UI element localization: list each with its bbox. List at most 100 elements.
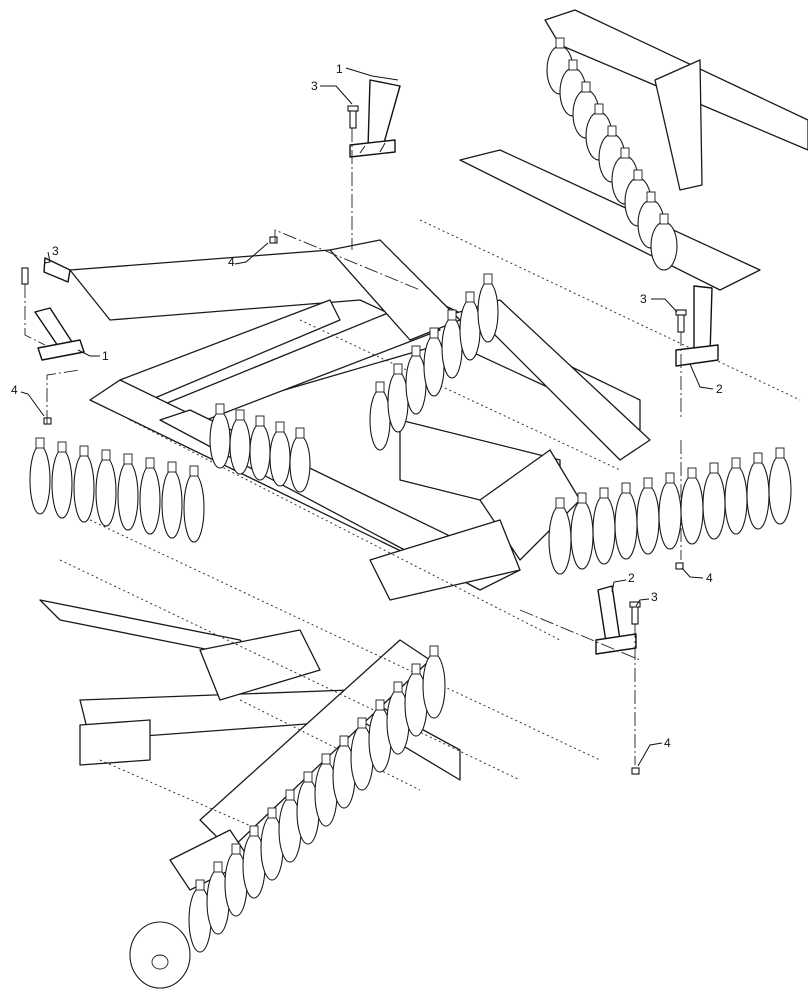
disc-gang-left — [29, 437, 205, 543]
callout-leaders — [20, 67, 714, 767]
disc-blade — [768, 455, 792, 525]
disc-blade — [650, 221, 678, 271]
callout-1-top: 1 — [336, 62, 343, 76]
disc-blade — [636, 485, 660, 555]
disc-bearing-bracket — [607, 125, 617, 137]
disc-bearing-bracket — [447, 309, 457, 321]
disc-bearing-bracket — [189, 465, 199, 477]
disc-blade — [369, 389, 391, 451]
disc-blade — [746, 460, 770, 530]
callout-3-left: 3 — [52, 244, 59, 258]
callout-2-lower: 2 — [628, 571, 635, 585]
assembly-lines — [24, 128, 682, 765]
disc-blade — [183, 473, 205, 543]
disc-bearing-bracket — [249, 825, 259, 837]
bolt-part-3-top — [347, 105, 359, 129]
callout-4-lower: 4 — [664, 736, 671, 750]
bolt-part-3-right — [675, 309, 687, 333]
machine-frame — [39, 9, 808, 891]
disc-blade — [51, 449, 73, 519]
disc-bearing-bracket — [393, 681, 403, 693]
disc-bearing-bracket — [429, 645, 439, 657]
callout-labels: 1 3 3 1 4 4 3 2 2 3 4 4 — [11, 62, 723, 750]
disc-blade — [73, 453, 95, 523]
disc-bearing-bracket — [659, 213, 669, 225]
disc-bearing-bracket — [594, 103, 604, 115]
disc-bearing-bracket — [775, 447, 785, 459]
stand-part-2-lower — [595, 585, 637, 655]
callout-3-top: 3 — [311, 79, 318, 93]
nut-part-4-left — [43, 417, 52, 425]
disc-bearing-bracket — [620, 147, 630, 159]
disc-bearing-bracket — [35, 437, 45, 449]
disc-gang-right — [548, 447, 792, 575]
disc-bearing-bracket — [195, 879, 205, 891]
disc-bearing-bracket — [465, 291, 475, 303]
disc-bearing-bracket — [123, 453, 133, 465]
stand-part-2-right — [675, 285, 719, 367]
disc-blade — [289, 435, 311, 493]
disc-blade — [423, 335, 445, 397]
disc-bearing-bracket — [375, 699, 385, 711]
disc-bearing-bracket — [235, 409, 245, 421]
disc-blade — [95, 457, 117, 527]
disc-blade — [269, 429, 291, 487]
disc-bearing-bracket — [731, 457, 741, 469]
disc-bearing-bracket — [581, 81, 591, 93]
disc-bearing-bracket — [231, 843, 241, 855]
disc-bearing-bracket — [665, 472, 675, 484]
disc-blade — [117, 461, 139, 531]
disc-blade — [477, 281, 499, 343]
disc-blade — [249, 423, 271, 481]
bracket-part-3-left — [21, 257, 71, 285]
disc-bearing-bracket — [321, 753, 331, 765]
disc-bearing-bracket — [709, 462, 719, 474]
disc-bearing-bracket — [555, 37, 565, 49]
end-disc-hub — [129, 921, 191, 989]
callout-3-right: 3 — [640, 292, 647, 306]
disc-blade — [548, 505, 572, 575]
disc-bearing-bracket — [357, 717, 367, 729]
stand-part-1-top — [349, 79, 401, 158]
disc-bearing-bracket — [375, 381, 385, 393]
disc-blade — [459, 299, 481, 361]
disc-bearing-bracket — [101, 449, 111, 461]
disc-blade — [570, 500, 594, 570]
disc-bearing-bracket — [411, 345, 421, 357]
disc-bearing-bracket — [339, 735, 349, 747]
disc-bearing-bracket — [285, 789, 295, 801]
disc-bearing-bracket — [267, 807, 277, 819]
disc-blade — [387, 371, 409, 433]
disc-bearing-bracket — [213, 861, 223, 873]
disc-bearing-bracket — [167, 461, 177, 473]
callout-4-left: 4 — [11, 383, 18, 397]
disc-blade — [422, 653, 446, 719]
disc-blade — [139, 465, 161, 535]
disc-bearing-bracket — [295, 427, 305, 439]
callout-4-right: 4 — [706, 571, 713, 585]
disc-bearing-bracket — [393, 363, 403, 375]
disc-blade — [405, 353, 427, 415]
disc-blade — [592, 495, 616, 565]
bolt-part-3-lower — [629, 601, 641, 625]
callout-4-top: 4 — [228, 255, 235, 269]
disc-gang-front-lower — [188, 645, 446, 953]
stand-part-1-left — [34, 307, 85, 361]
disc-blade — [702, 470, 726, 540]
disc-bearing-bracket — [633, 169, 643, 181]
disc-bearing-bracket — [753, 452, 763, 464]
disc-bearing-bracket — [255, 415, 265, 427]
disc-blade — [680, 475, 704, 545]
disc-bearing-bracket — [687, 467, 697, 479]
nut-part-4-top — [269, 236, 278, 244]
disc-gang-front-right — [369, 273, 499, 451]
callout-2-right: 2 — [716, 382, 723, 396]
disc-bearing-bracket — [215, 403, 225, 415]
disc-bearing-bracket — [483, 273, 493, 285]
disc-bearing-bracket — [429, 327, 439, 339]
disc-blade — [614, 490, 638, 560]
disc-blade — [658, 480, 682, 550]
disc-blade — [724, 465, 748, 535]
disc-gang-rear-upper — [546, 37, 678, 271]
disc-blade — [229, 417, 251, 475]
